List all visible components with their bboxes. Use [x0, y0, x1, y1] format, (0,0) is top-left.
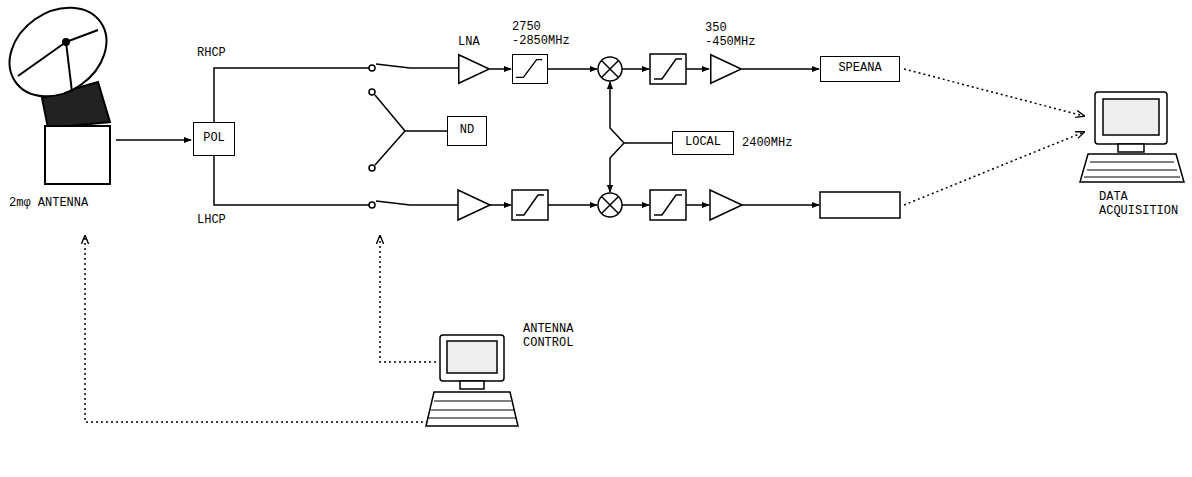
- data-link: [904, 69, 1084, 205]
- polarization-label: LHCP: [196, 213, 227, 227]
- signal-wire: [116, 139, 191, 141]
- computer-label: ANTENNA CONTROL: [522, 322, 594, 351]
- top-chain-parts: [654, 59, 682, 79]
- antenna-illustration: [45, 126, 110, 184]
- signal-wire: [214, 68, 369, 122]
- box-label: SPEANA: [838, 62, 881, 76]
- data-link: [904, 132, 1084, 205]
- signal-connector: [490, 68, 511, 70]
- computer-icon: [428, 401, 516, 418]
- bottom-chain-parts: [516, 195, 544, 215]
- control-link: [380, 236, 436, 362]
- local-oscillator-box: LOCAL2400MHz: [672, 131, 734, 155]
- signal-wire: [410, 204, 458, 206]
- signal-wire: [405, 130, 447, 132]
- top-chain-parts: [686, 68, 709, 70]
- antenna-label: 2mφ ANTENNA: [8, 196, 89, 210]
- signal-wire: [214, 156, 369, 205]
- bandpass-filter: 2750 -2850MHz: [512, 54, 548, 84]
- bottom-chain-parts: [710, 190, 742, 220]
- computer-icon: [460, 381, 484, 389]
- top-chain-parts: [548, 68, 597, 70]
- filter-symbol: [516, 60, 542, 78]
- computer-icon: [1080, 92, 1184, 182]
- computer-icon: [447, 341, 497, 373]
- local-oscillator-feed: [610, 82, 624, 143]
- switch-symbol: [376, 64, 410, 68]
- frequency-label: LNA: [457, 36, 481, 50]
- box-label: ND: [460, 124, 474, 138]
- bottom-chain-parts: [820, 192, 900, 218]
- frequency-label: 350 -450MHz: [704, 22, 766, 50]
- signal-wire: [410, 67, 458, 69]
- switch-symbol: [369, 89, 375, 95]
- signal-wire: [375, 95, 405, 131]
- antenna-illustration: [0, 0, 124, 115]
- switch-symbol: [376, 201, 410, 205]
- amplifier-symbol: LNA: [458, 54, 490, 84]
- spectrum-analyzer-box: SPEANA: [820, 56, 900, 82]
- bottom-chain-parts: [598, 193, 622, 217]
- data-link: [904, 69, 1084, 116]
- control-link: [85, 236, 428, 422]
- computer-icon: [1118, 144, 1144, 152]
- antenna-illustration: [63, 39, 69, 45]
- top-chain-parts: [602, 61, 619, 78]
- top-chain-parts: [622, 68, 649, 70]
- amplifier-triangle: [458, 54, 490, 84]
- amplifier-symbol: 350 -450MHz: [710, 54, 742, 84]
- bottom-chain-parts: [490, 204, 511, 206]
- antenna-illustration: [66, 30, 98, 42]
- bottom-chain-parts: [548, 204, 597, 206]
- antenna-illustration: [18, 42, 66, 76]
- amplifier-triangle: [711, 55, 742, 84]
- computer-icon: [1084, 162, 1180, 177]
- frequency-label: 2750 -2850MHz: [511, 21, 579, 49]
- bottom-chain-parts: [458, 190, 900, 220]
- amplifier-triangle: [710, 54, 742, 84]
- bottom-chain-parts: [654, 195, 682, 215]
- switch-symbol: [369, 165, 375, 171]
- switch-symbol: [369, 65, 375, 71]
- bottom-chain-parts: [602, 197, 619, 214]
- signal-wire: [375, 131, 405, 165]
- bottom-chain-parts: [686, 204, 709, 206]
- box-label: LOCAL: [685, 136, 721, 150]
- local-oscillator-feed: [610, 143, 624, 192]
- antenna-illustration: [0, 0, 124, 184]
- frequency-label: 2400MHz: [741, 137, 793, 151]
- local-oscillator-feed: [624, 142, 672, 144]
- noise-diode-box: ND: [447, 116, 487, 146]
- signal-wire: [116, 68, 458, 205]
- computer-icon: [426, 392, 518, 426]
- top-chain-parts: [598, 57, 622, 81]
- bottom-chain-parts: [650, 190, 686, 220]
- computer-icon: [1103, 99, 1159, 135]
- polarizer-box: POL: [193, 122, 235, 156]
- local-oscillator-feed: [610, 82, 672, 192]
- top-chain-parts: [650, 54, 686, 84]
- bottom-chain-parts: [622, 204, 649, 206]
- antenna-illustration: [66, 42, 72, 92]
- bottom-chain-parts: [512, 190, 548, 220]
- control-link: [85, 236, 436, 422]
- computer-icon: [1080, 154, 1184, 182]
- computer-icon: [426, 335, 518, 426]
- switch-symbol: [369, 64, 410, 208]
- signal-connector: [742, 68, 819, 70]
- computer-icon: [440, 335, 504, 381]
- computer-icon: [1095, 92, 1167, 144]
- bottom-chain-parts: [458, 190, 490, 220]
- top-chain-parts: [548, 54, 709, 84]
- amplifier-triangle: [459, 55, 490, 84]
- computer-label: DATA ACQUISITION: [1098, 190, 1190, 219]
- bottom-chain-parts: [742, 204, 819, 206]
- switch-symbol: [369, 202, 375, 208]
- polarization-label: RHCP: [196, 46, 227, 60]
- box-label: POL: [203, 132, 225, 146]
- filter-symbol: [513, 55, 547, 83]
